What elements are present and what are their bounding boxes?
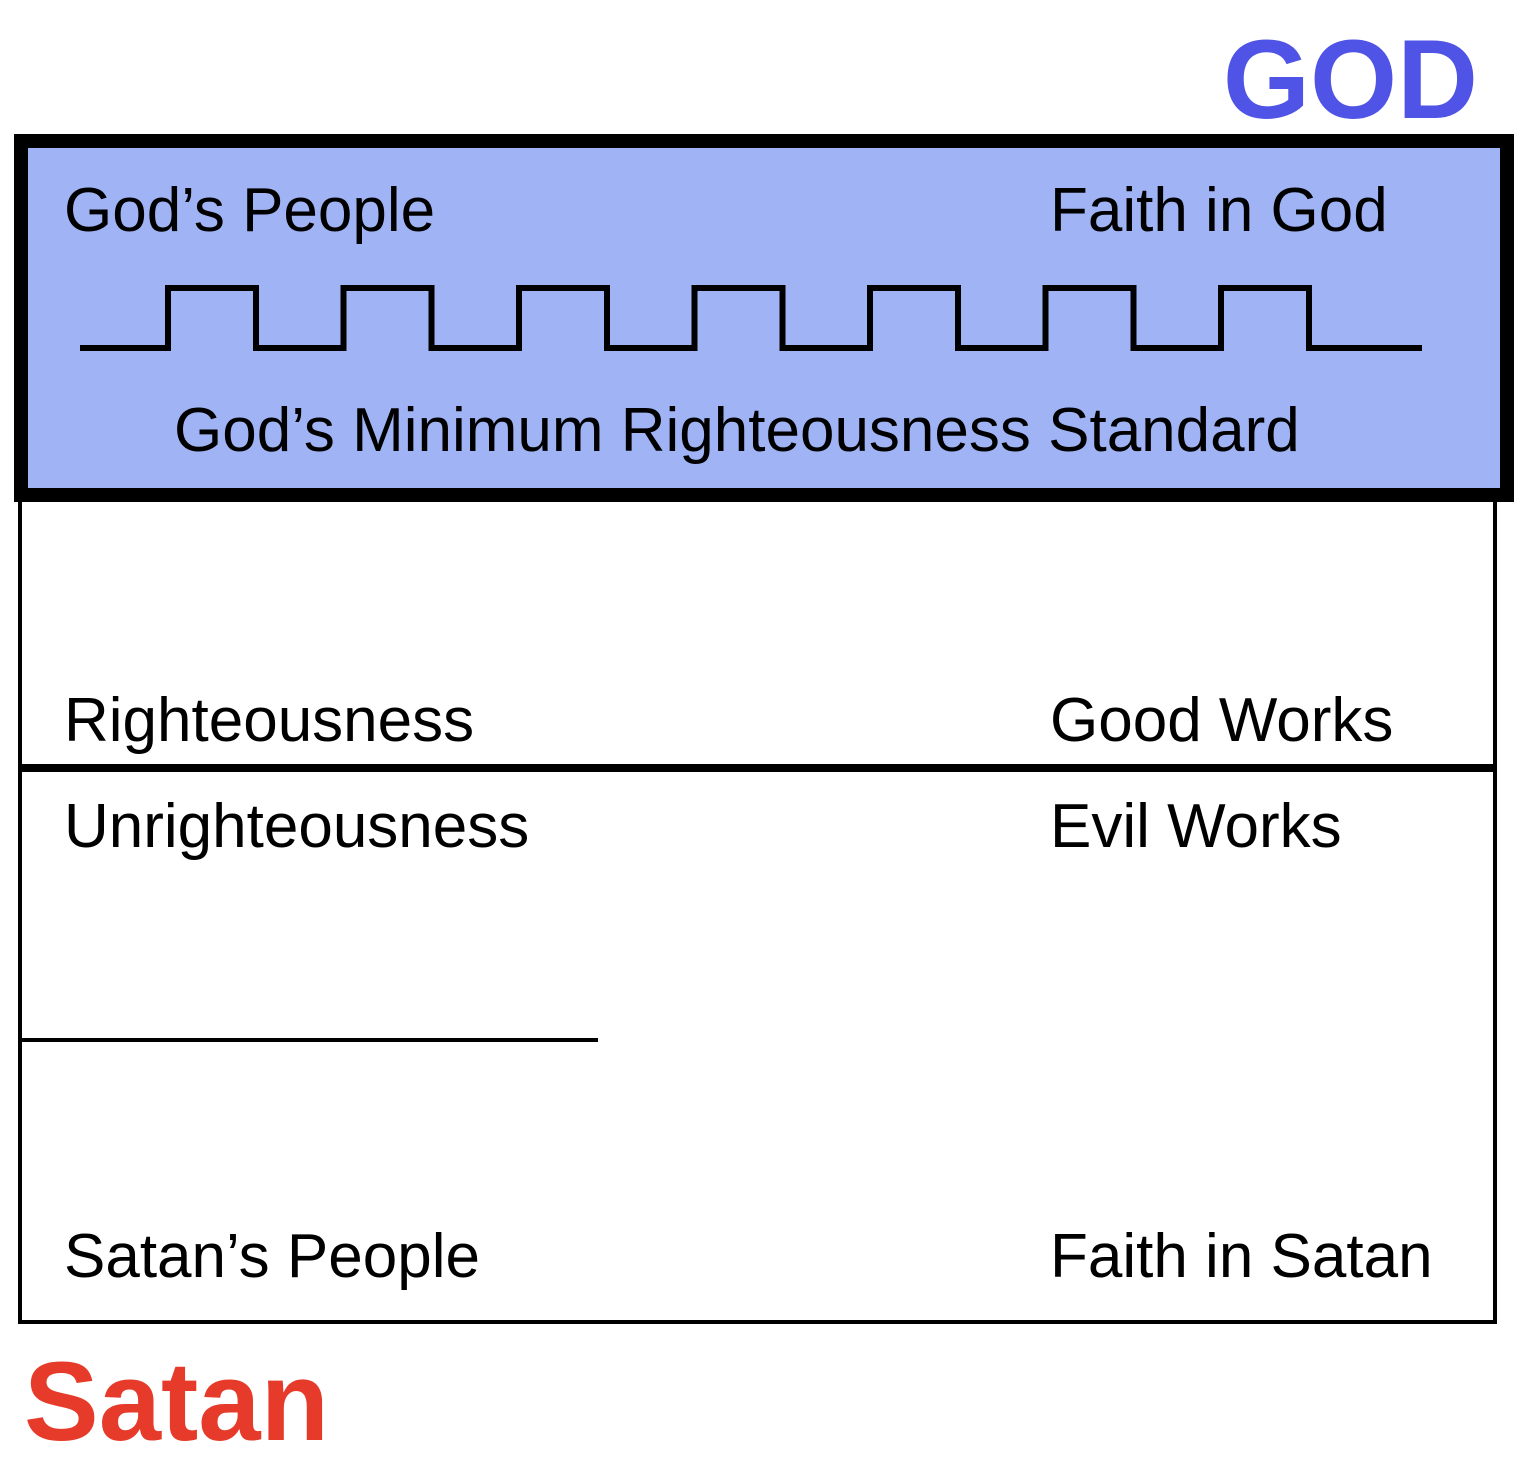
partial-rule	[20, 1038, 598, 1042]
standard-wall-line	[80, 285, 1422, 351]
minimum-standard-label: God’s Minimum Righteousness Standard	[174, 396, 1300, 465]
god-title: GOD	[1222, 17, 1478, 142]
evil-works-label: Evil Works	[1050, 792, 1342, 861]
faith-in-satan-label: Faith in Satan	[1050, 1222, 1433, 1291]
unrighteousness-label: Unrighteousness	[64, 792, 530, 861]
good-works-label: Good Works	[1050, 686, 1394, 755]
gods-people-label: God’s People	[64, 176, 436, 245]
center-divider	[18, 764, 1497, 772]
righteousness-label: Righteousness	[64, 686, 475, 755]
satans-people-label: Satan’s People	[64, 1222, 480, 1291]
satan-title: Satan	[24, 1339, 329, 1464]
faith-in-god-label: Faith in God	[1050, 176, 1388, 245]
gods-people-band	[14, 134, 1514, 502]
